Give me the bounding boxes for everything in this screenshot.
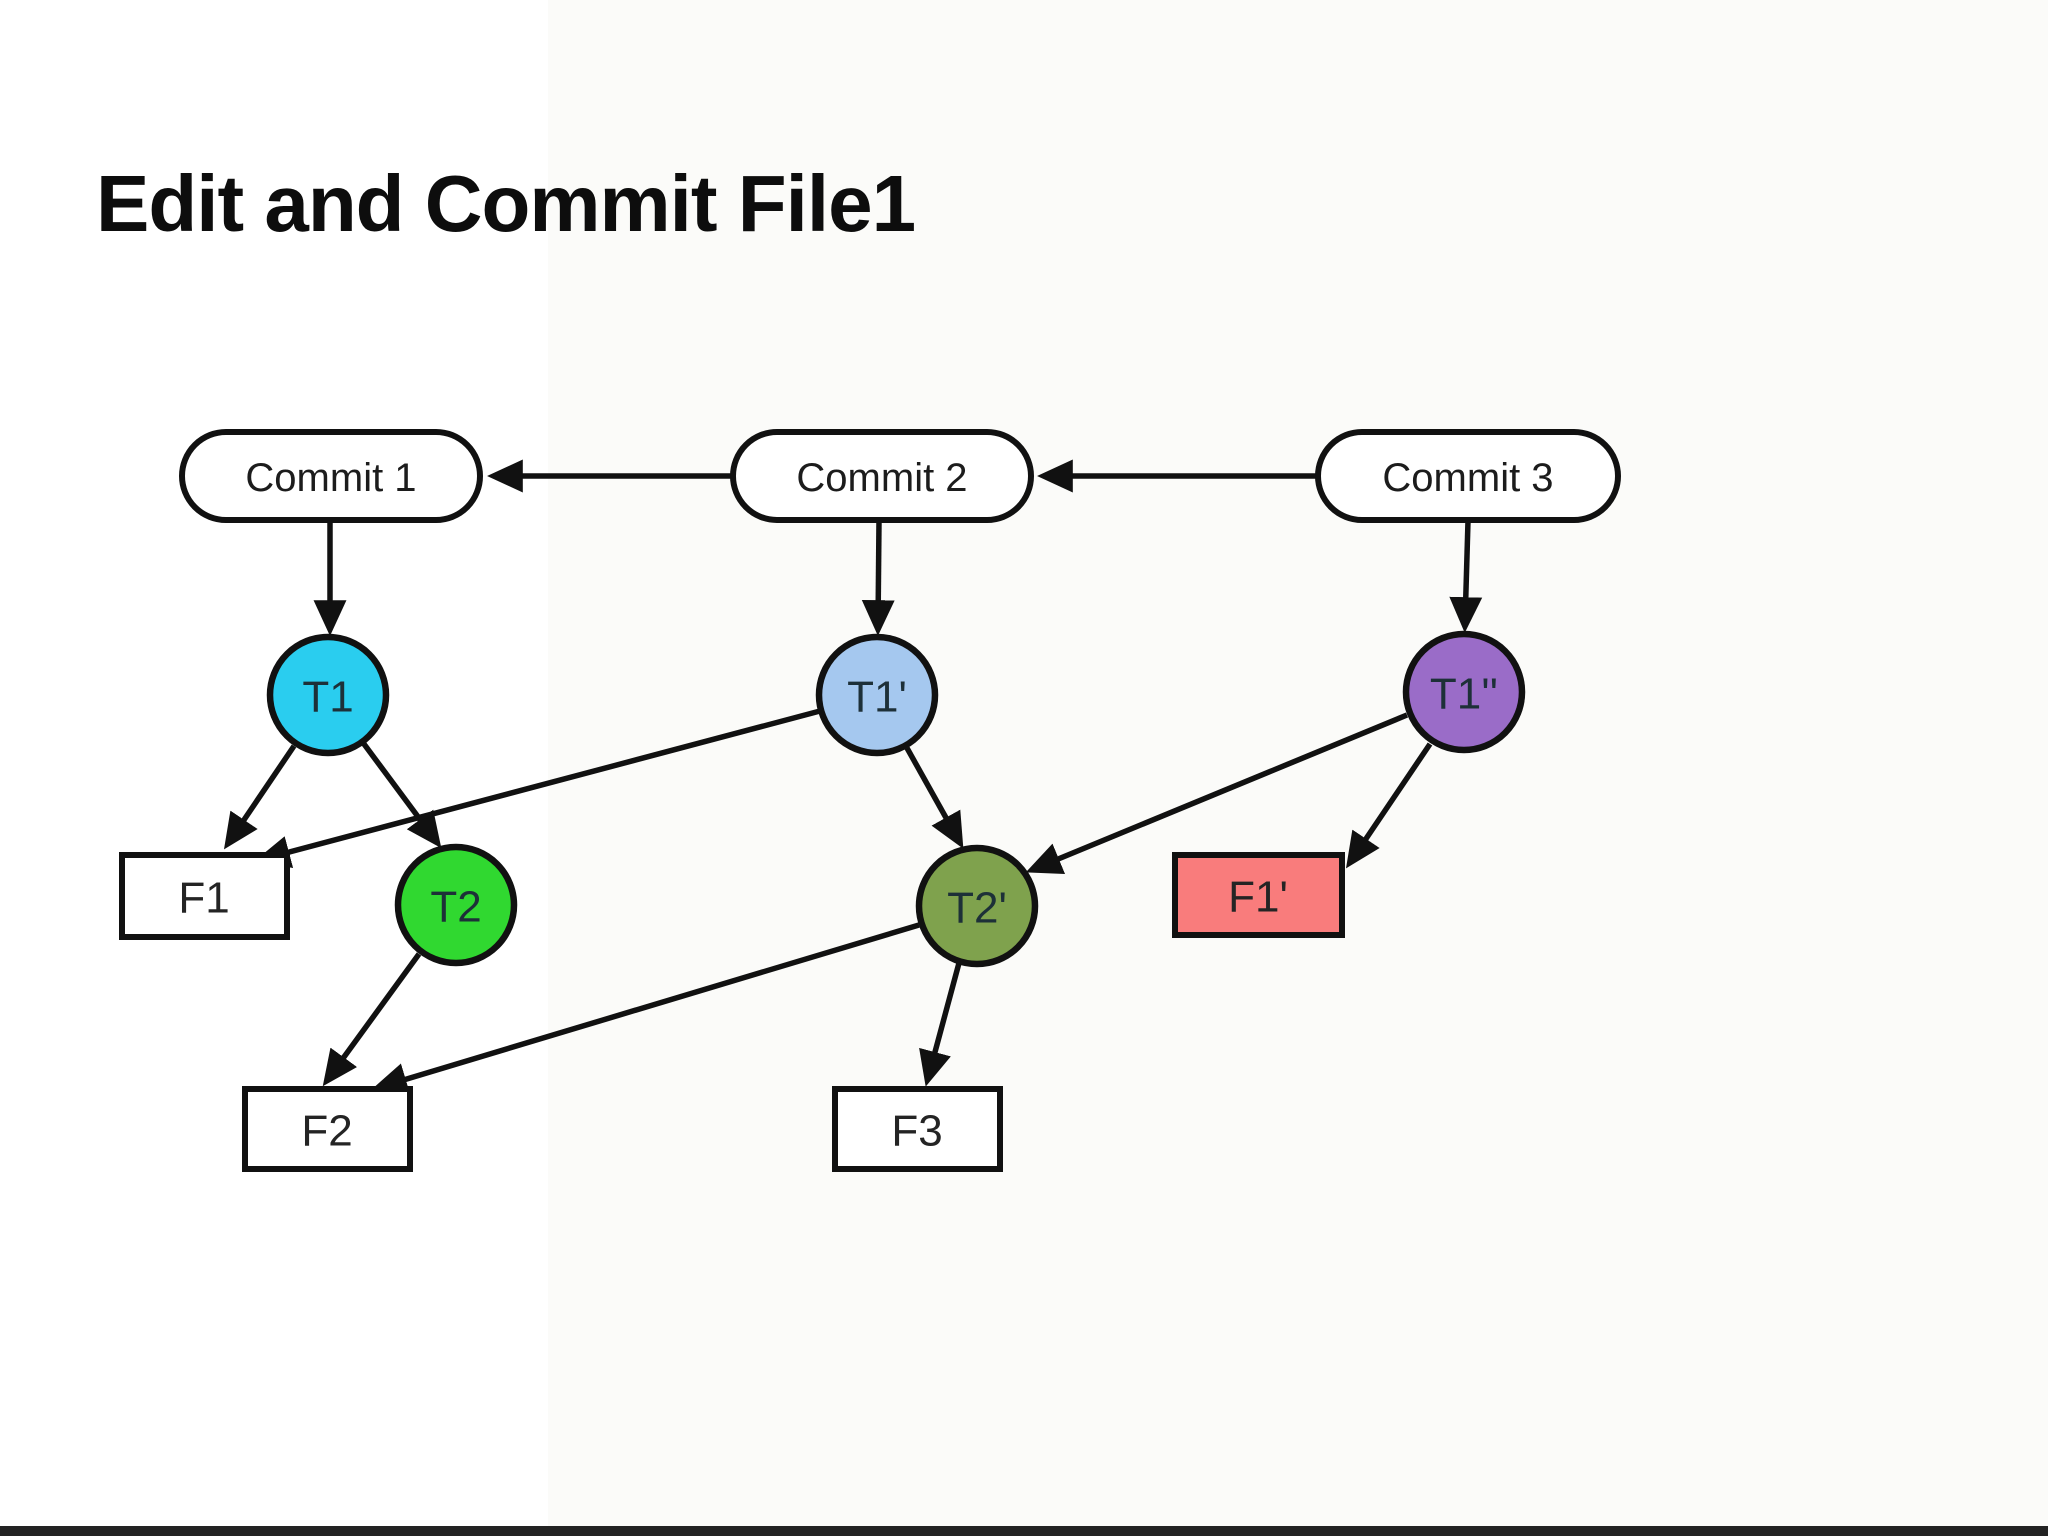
commit-node-2: Commit 2 xyxy=(730,429,1034,523)
f1-prime-shape xyxy=(1172,852,1345,938)
tree-node-t2-prime: T2' xyxy=(915,844,1039,968)
t1-prime-label: T1' xyxy=(847,673,907,722)
t1-double-prime-shape xyxy=(1402,630,1526,754)
tree-node-t1-double-prime: T1'' xyxy=(1402,630,1526,754)
f1-label: F1 xyxy=(178,874,229,923)
edge-commit2-to-t1-prime xyxy=(861,520,895,636)
edge-t1-prime-to-f1 xyxy=(254,708,821,869)
page-title: Edit and Commit File1 xyxy=(96,159,916,248)
t2-label: T2 xyxy=(430,883,481,932)
edge-commit3-to-t1-double-prime xyxy=(1449,520,1483,633)
commit-2-shape xyxy=(730,429,1034,523)
f3-shape xyxy=(832,1086,1003,1172)
t2-shape xyxy=(394,843,518,967)
edge-t1-prime-to-t2-prime xyxy=(904,746,964,849)
t1-label: T1 xyxy=(302,673,353,722)
commit-1-label: Commit 1 xyxy=(245,456,416,500)
edge-t2-prime-to-f3 xyxy=(919,962,962,1087)
tree-node-t1: T1 xyxy=(266,633,390,757)
f1-prime-label: F1' xyxy=(1228,873,1288,922)
bottom-bar xyxy=(0,1526,2048,1536)
f2-shape xyxy=(242,1086,413,1172)
commit-node-1: Commit 1 xyxy=(179,429,483,523)
f3-label: F3 xyxy=(891,1107,942,1156)
tree-node-t1-prime: T1' xyxy=(815,633,939,757)
t1-double-prime-label: T1'' xyxy=(1430,670,1498,719)
edge-t1-double-prime-to-f1-prime xyxy=(1345,742,1433,869)
tree-node-t2: T2 xyxy=(394,843,518,967)
edge-t1-to-t2 xyxy=(361,742,442,849)
file-node-f2: F2 xyxy=(242,1086,413,1172)
edge-t1-double-prime-to-t2-prime xyxy=(1025,712,1409,874)
file-node-f3: F3 xyxy=(832,1086,1003,1172)
f2-label: F2 xyxy=(301,1107,352,1156)
t2-prime-label: T2' xyxy=(947,884,1007,933)
commit-3-label: Commit 3 xyxy=(1382,456,1553,500)
background-tint xyxy=(548,0,2048,1536)
commit-2-label: Commit 2 xyxy=(796,456,967,500)
t2-prime-shape xyxy=(915,844,1039,968)
t1-prime-shape xyxy=(815,633,939,757)
file-node-f1-prime: F1' xyxy=(1172,852,1345,938)
commit-1-shape xyxy=(179,429,483,523)
edge-t2-prime-to-f2 xyxy=(371,922,920,1096)
edges xyxy=(223,459,1483,1096)
commit-node-3: Commit 3 xyxy=(1315,429,1621,523)
commit-3-shape xyxy=(1315,429,1621,523)
edge-t1-to-f1 xyxy=(223,744,297,850)
t1-shape xyxy=(266,633,390,757)
file-node-f1: F1 xyxy=(119,852,290,940)
f1-shape xyxy=(119,852,290,940)
edge-t2-to-f2 xyxy=(322,952,422,1087)
